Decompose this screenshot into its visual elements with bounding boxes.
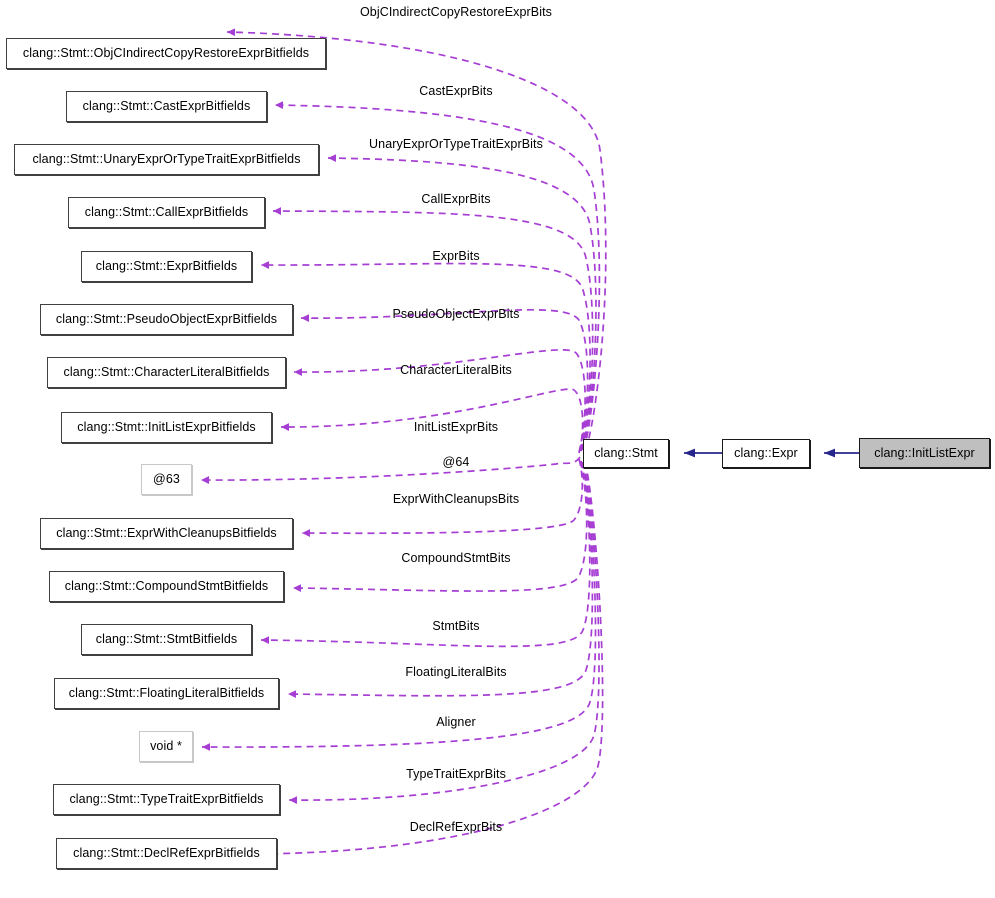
node-anon-63[interactable]: @63 <box>141 464 192 495</box>
node-decl-ref-expr-bitfields[interactable]: clang::Stmt::DeclRefExprBitfields <box>56 838 277 869</box>
edge-type-trait-expr-bits <box>288 461 600 804</box>
node-expr-bitfields[interactable]: clang::Stmt::ExprBitfields <box>81 251 252 282</box>
edge-label-character-literal-bits: CharacterLiteralBits <box>400 363 512 377</box>
node-floating-literal-bitfields[interactable]: clang::Stmt::FloatingLiteralBitfields <box>54 678 279 709</box>
edge-init-list-expr-bits <box>280 388 584 454</box>
node-label: clang::Stmt::CallExprBitfields <box>84 205 249 220</box>
usage-edges <box>200 28 607 858</box>
node-character-literal-bitfields[interactable]: clang::Stmt::CharacterLiteralBitfields <box>47 357 286 388</box>
node-label: clang::InitListExpr <box>874 445 975 460</box>
node-label: @63 <box>153 472 180 487</box>
node-stmt-bitfields[interactable]: clang::Stmt::StmtBitfields <box>81 624 252 655</box>
node-label: void * <box>150 739 182 754</box>
node-expr-with-cleanups-bitfields[interactable]: clang::Stmt::ExprWithCleanupsBitfields <box>40 518 293 549</box>
edge-label-objc-indirect-copy-restore-expr-bits: ObjCIndirectCopyRestoreExprBits <box>359 5 553 19</box>
node-label: clang::Stmt::ObjCIndirectCopyRestoreExpr… <box>22 46 310 61</box>
node-init-list-expr-bitfields[interactable]: clang::Stmt::InitListExprBitfields <box>61 412 272 443</box>
node-label: clang::Expr <box>734 446 798 461</box>
edge-floating-literal-bits <box>287 461 594 698</box>
node-clang-stmt[interactable]: clang::Stmt <box>583 439 669 468</box>
edge-label-unary-expr-or-type-trait-expr-bits: UnaryExprOrTypeTraitExprBits <box>369 137 543 151</box>
node-label: clang::Stmt::FloatingLiteralBitfields <box>68 686 265 701</box>
edge-label-decl-ref-expr-bits: DeclRefExprBits <box>409 820 503 834</box>
edge-objc-indirect-copy-restore-expr-bits <box>226 28 607 451</box>
edge-label-cast-expr-bits: CastExprBits <box>419 84 493 98</box>
node-call-expr-bitfields[interactable]: clang::Stmt::CallExprBitfields <box>68 197 265 228</box>
node-label: clang::Stmt::CompoundStmtBitfields <box>64 579 269 594</box>
edge-unary-expr-or-type-trait-expr-bits <box>327 154 597 451</box>
edge-cast-expr-bits <box>274 101 601 451</box>
node-clang-expr[interactable]: clang::Expr <box>722 439 810 468</box>
edge-label-expr-with-cleanups-bits: ExprWithCleanupsBits <box>392 492 520 506</box>
edge-anon-64 <box>200 456 581 484</box>
edge-label-init-list-expr-bits: InitListExprBits <box>413 420 499 434</box>
edge-label-compound-stmt-bits: CompoundStmtBits <box>401 551 511 565</box>
edge-label-expr-bits: ExprBits <box>432 249 480 263</box>
edge-label-stmt-bits: StmtBits <box>432 619 480 633</box>
edge-label-floating-literal-bits: FloatingLiteralBits <box>405 665 507 679</box>
node-label: clang::Stmt::ExprBitfields <box>95 259 238 274</box>
node-objc-indirect-copy-restore-expr-bitfields[interactable]: clang::Stmt::ObjCIndirectCopyRestoreExpr… <box>6 38 326 69</box>
node-compound-stmt-bitfields[interactable]: clang::Stmt::CompoundStmtBitfields <box>49 571 284 602</box>
node-label: clang::Stmt::StmtBitfields <box>95 632 238 647</box>
edge-compound-stmt-bits <box>292 460 588 593</box>
node-label: clang::Stmt::CastExprBitfields <box>82 99 251 114</box>
edge-expr-with-cleanups-bits <box>301 458 584 537</box>
edge-aligner <box>201 461 597 751</box>
edge-label-anon-64: @64 <box>442 455 470 469</box>
node-label: clang::Stmt::ExprWithCleanupsBitfields <box>56 526 277 541</box>
edge-decl-ref-expr-bits <box>226 461 604 858</box>
edge-pseudo-object-expr-bits <box>300 309 589 452</box>
edge-label-aligner: Aligner <box>436 715 476 729</box>
node-cast-expr-bitfields[interactable]: clang::Stmt::CastExprBitfields <box>66 91 267 122</box>
node-clang-initlistexpr[interactable]: clang::InitListExpr <box>859 438 990 468</box>
edge-character-literal-bits <box>293 349 586 453</box>
edge-expr-bits <box>260 261 591 452</box>
edge-label-pseudo-object-expr-bits: PseudoObjectExprBits <box>392 307 520 321</box>
node-void-pointer[interactable]: void * <box>139 731 193 762</box>
node-pseudo-object-expr-bitfields[interactable]: clang::Stmt::PseudoObjectExprBitfields <box>40 304 293 335</box>
node-label: clang::Stmt::CharacterLiteralBitfields <box>63 365 270 380</box>
edge-call-expr-bits <box>272 207 594 451</box>
edge-label-type-trait-expr-bits: TypeTraitExprBits <box>406 767 506 781</box>
node-label: clang::Stmt::PseudoObjectExprBitfields <box>55 312 278 327</box>
node-label: clang::Stmt::DeclRefExprBitfields <box>73 846 260 861</box>
node-type-trait-expr-bitfields[interactable]: clang::Stmt::TypeTraitExprBitfields <box>53 784 280 815</box>
node-label: clang::Stmt::InitListExprBitfields <box>77 420 256 435</box>
node-unary-expr-or-type-trait-expr-bitfields[interactable]: clang::Stmt::UnaryExprOrTypeTraitExprBit… <box>14 144 319 175</box>
node-label: clang::Stmt::TypeTraitExprBitfields <box>69 792 264 807</box>
node-label: clang::Stmt <box>594 446 658 461</box>
edge-label-call-expr-bits: CallExprBits <box>421 192 491 206</box>
node-label: clang::Stmt::UnaryExprOrTypeTraitExprBit… <box>32 152 301 167</box>
